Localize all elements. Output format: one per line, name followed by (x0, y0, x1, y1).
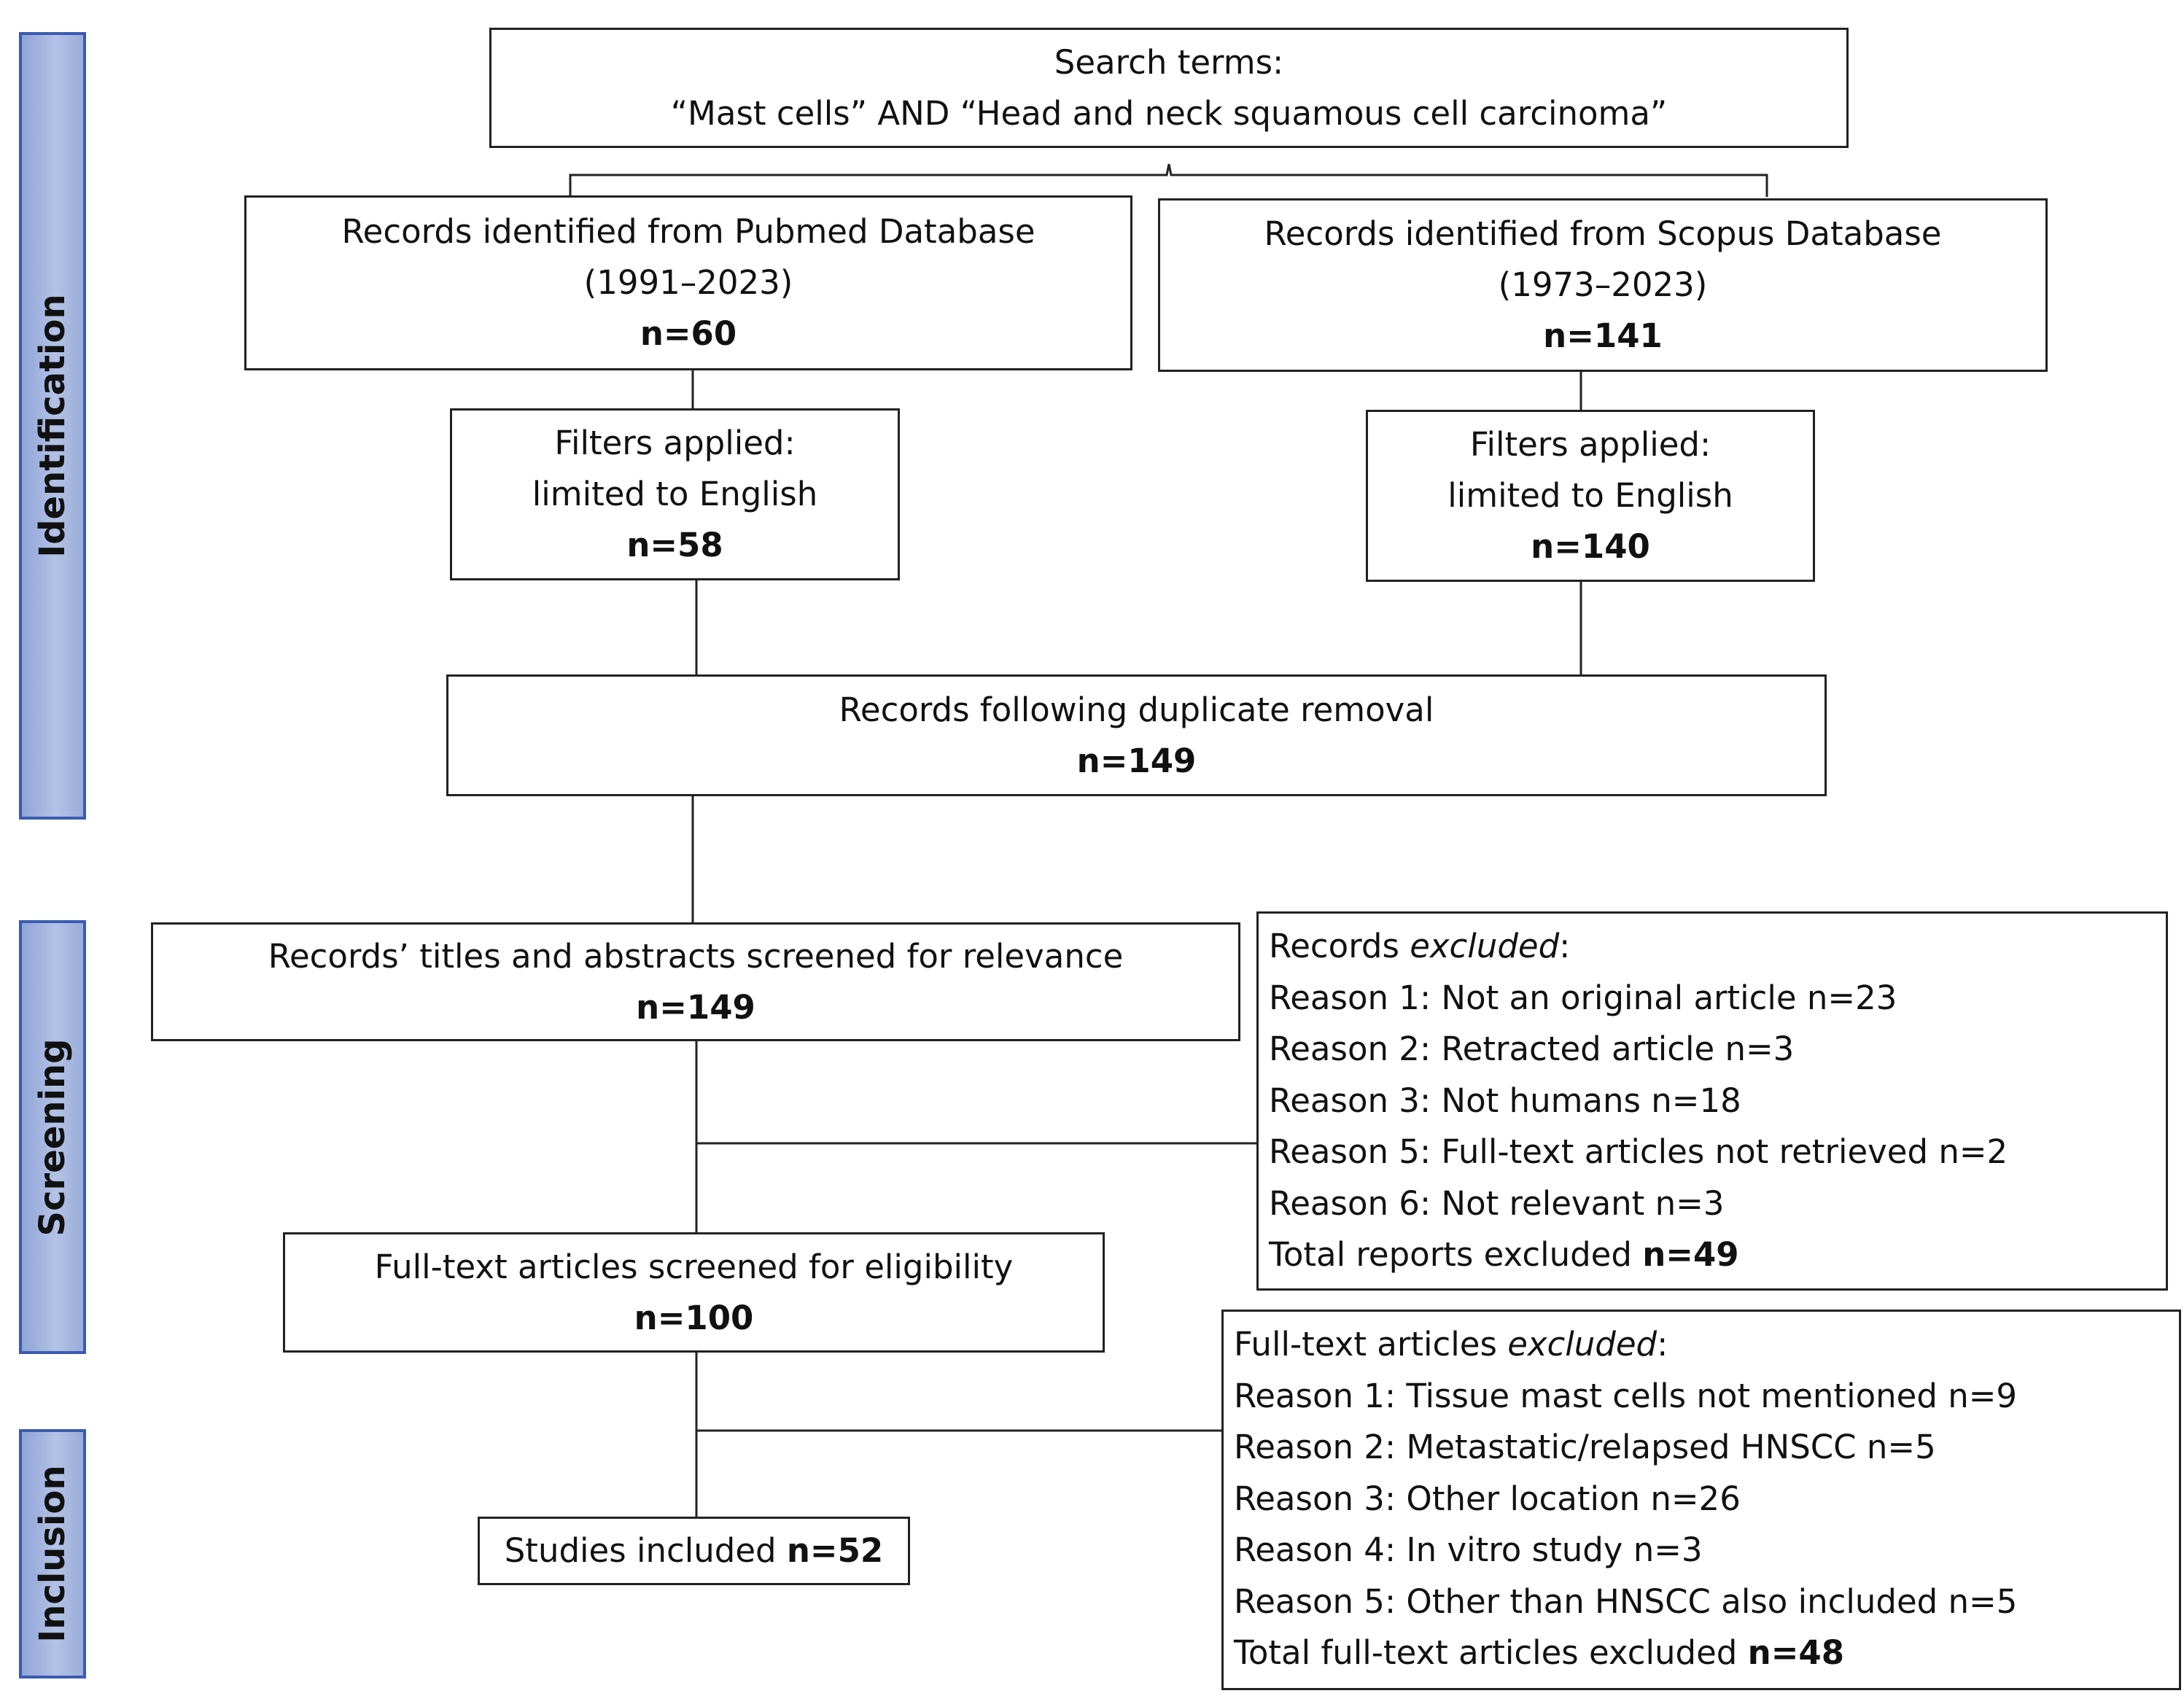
screened-records-count: n=149 (636, 987, 755, 1027)
fulltext-excluded-reason: Reason 4: In vitro study n=3 (1234, 1530, 1703, 1569)
duplicate-removal-box: Records following duplicate removal n=14… (446, 674, 1827, 796)
records-excluded-reason: Reason 6: Not relevant n=3 (1269, 1183, 1725, 1223)
search-terms-query: “Mast cells” AND “Head and neck squamous… (670, 93, 1668, 133)
records-excluded-reason: Reason 5: Full-text articles not retriev… (1269, 1132, 2008, 1171)
search-terms-box: Search terms: “Mast cells” AND “Head and… (489, 28, 1849, 148)
pubmed-records-years: (1991–2023) (583, 263, 793, 302)
filters-pubmed-count: n=58 (626, 526, 723, 564)
fulltext-excluded-box: Full-text articles excluded: Reason 1: T… (1221, 1310, 2181, 1690)
records-excluded-reason: Reason 1: Not an original article n=23 (1269, 978, 1897, 1017)
filters-scopus-language: limited to English (1447, 476, 1733, 515)
stage-inclusion: Inclusion (19, 1429, 86, 1679)
studies-included-label: Studies included (504, 1531, 787, 1570)
fulltext-excluded-reason: Reason 3: Other location n=26 (1234, 1479, 1741, 1518)
eligibility-count: n=100 (634, 1298, 754, 1337)
filters-pubmed-box: Filters applied: limited to English n=58 (450, 408, 900, 580)
filters-pubmed-language: limited to English (532, 475, 818, 513)
records-excluded-title: Records excluded: (1269, 927, 1571, 965)
stage-identification: Identification (19, 32, 86, 820)
records-excluded-reason: Reason 3: Not humans n=18 (1269, 1081, 1741, 1120)
fulltext-excluded-title: Full-text articles excluded: (1234, 1325, 1668, 1364)
records-excluded-box: Records excluded: Reason 1: Not an origi… (1256, 911, 2168, 1291)
stage-screening-label: Screening (32, 1038, 73, 1236)
records-excluded-reason: Reason 2: Retracted article n=3 (1269, 1030, 1795, 1068)
fulltext-excluded-reason: Reason 1: Tissue mast cells not mentione… (1234, 1376, 2018, 1415)
stage-identification-label: Identification (32, 294, 73, 558)
studies-included-box: Studies included n=52 (478, 1517, 910, 1585)
filters-scopus-box: Filters applied: limited to English n=14… (1366, 410, 1815, 582)
pubmed-records-count: n=60 (640, 314, 737, 353)
stage-inclusion-label: Inclusion (32, 1465, 73, 1643)
scopus-records-count: n=141 (1543, 316, 1663, 355)
fulltext-excluded-reason: Reason 5: Other than HNSCC also included… (1234, 1582, 2018, 1621)
scopus-records-box: Records identified from Scopus Database … (1158, 198, 2048, 372)
scopus-records-label: Records identified from Scopus Database (1264, 214, 1942, 253)
scopus-records-years: (1973–2023) (1498, 265, 1708, 304)
screened-records-label: Records’ titles and abstracts screened f… (268, 936, 1124, 976)
pubmed-records-box: Records identified from Pubmed Database … (244, 195, 1132, 370)
records-excluded-total: Total reports excluded n=49 (1269, 1235, 1739, 1274)
filters-scopus-count: n=140 (1531, 527, 1650, 566)
eligibility-label: Full-text articles screened for eligibil… (374, 1247, 1014, 1286)
fulltext-excluded-total: Total full-text articles excluded n=48 (1234, 1633, 1845, 1672)
screened-records-box: Records’ titles and abstracts screened f… (151, 922, 1240, 1041)
search-terms-label: Search terms: (1054, 42, 1284, 82)
studies-included-count: n=52 (786, 1531, 884, 1570)
filters-pubmed-label: Filters applied: (554, 424, 796, 462)
filters-scopus-label: Filters applied: (1469, 425, 1711, 464)
duplicate-removal-count: n=149 (1076, 741, 1197, 780)
pubmed-records-label: Records identified from Pubmed Database (341, 212, 1035, 251)
fulltext-excluded-reason: Reason 2: Metastatic/relapsed HNSCC n=5 (1234, 1428, 1936, 1466)
duplicate-removal-label: Records following duplicate removal (839, 690, 1434, 729)
stage-screening: Screening (19, 920, 86, 1354)
eligibility-box: Full-text articles screened for eligibil… (283, 1232, 1105, 1353)
